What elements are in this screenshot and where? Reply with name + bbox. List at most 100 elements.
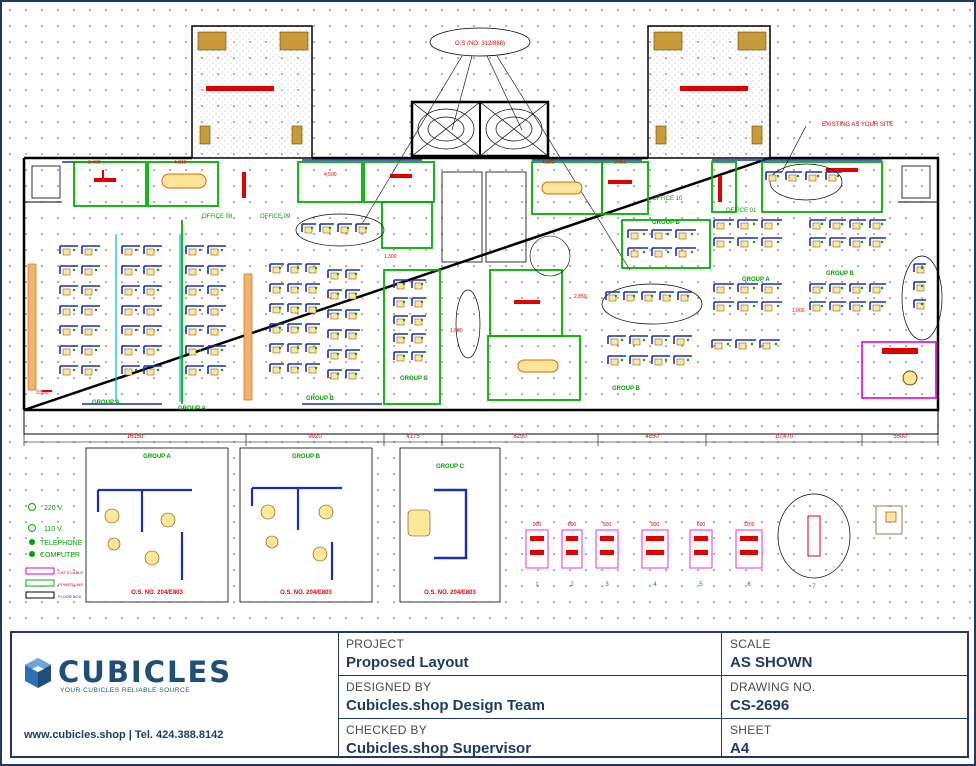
small-furniture xyxy=(875,505,903,535)
workstation xyxy=(305,263,320,274)
workstation xyxy=(761,237,782,248)
workstation xyxy=(81,265,100,276)
workstation xyxy=(607,335,626,346)
building-shell xyxy=(22,156,940,435)
perimeter-partitions xyxy=(62,159,882,405)
workstation xyxy=(305,303,320,314)
workstation xyxy=(825,171,842,182)
workstation xyxy=(207,325,226,336)
checked-by-value: Cubicles.shop Supervisor xyxy=(346,740,532,757)
table-width-label: 900 xyxy=(651,522,660,528)
workstation xyxy=(327,289,342,300)
group-label: GROUP B xyxy=(826,271,855,277)
workstation xyxy=(641,291,656,302)
svg-text:GROUP B: GROUP B xyxy=(292,454,321,460)
workstation xyxy=(651,229,672,240)
workstation xyxy=(913,263,926,274)
workstation xyxy=(913,281,926,292)
svg-text:4175: 4175 xyxy=(406,434,420,440)
workstation xyxy=(713,219,734,230)
dimension-values: 16150 9920 4175 8250 4850 10,470 5500 xyxy=(127,434,908,440)
workstation xyxy=(305,343,320,354)
checked-by-cell: CHECKED BY Cubicles.shop Supervisor xyxy=(338,719,722,757)
workstation xyxy=(269,343,284,354)
table-number-label: 4 xyxy=(653,582,657,588)
table-width-label: 800 xyxy=(568,522,577,528)
svg-text:110 V.: 110 V. xyxy=(44,526,63,533)
designed-by-cell: DESIGNED BY Cubicles.shop Design Team xyxy=(338,676,722,719)
workstation xyxy=(411,333,426,344)
workstation xyxy=(673,355,692,366)
workstation xyxy=(207,305,226,316)
office-label: OFFICE 01 xyxy=(726,208,757,214)
group-label: GROUP A xyxy=(92,400,120,406)
workstation xyxy=(761,219,782,230)
svg-text:220 V.: 220 V. xyxy=(44,505,64,512)
svg-text:4,810: 4,810 xyxy=(174,160,187,166)
workstation xyxy=(713,301,734,312)
workstation xyxy=(623,291,638,302)
workstation-clusters xyxy=(59,171,926,380)
workstation xyxy=(735,339,756,350)
workstation xyxy=(337,223,352,234)
workstation xyxy=(345,369,360,380)
detail-group-a: GROUP A O.S. NO. 204/E803 xyxy=(85,447,229,603)
workstation xyxy=(809,301,826,312)
group-label: GROUP A xyxy=(742,277,770,283)
svg-text:9920: 9920 xyxy=(308,434,322,440)
workstation xyxy=(673,335,692,346)
workstation xyxy=(345,349,360,360)
svg-text:8250: 8250 xyxy=(513,434,527,440)
table-number-label: 3 xyxy=(605,582,609,588)
svg-text:3,500: 3,500 xyxy=(36,390,49,396)
drawing-number-label: DRAWING NO. xyxy=(730,680,816,694)
atrium-roof: O.S (NO. 312/888) xyxy=(361,27,631,271)
workstation xyxy=(607,355,626,366)
workstation xyxy=(185,305,204,316)
table-width-label: 600 xyxy=(697,522,706,528)
workstation xyxy=(411,297,426,308)
workstation xyxy=(305,283,320,294)
workstation xyxy=(327,309,342,320)
220-icon xyxy=(28,503,36,511)
table-number-label: 6 xyxy=(747,582,751,588)
workstation xyxy=(185,265,204,276)
svg-text:TELEPHONE: TELEPHONE xyxy=(40,540,83,547)
scale-cell: SCALE AS SHOWN xyxy=(722,633,967,676)
workstation xyxy=(143,265,162,276)
workstation xyxy=(829,219,846,230)
workstation xyxy=(121,245,140,256)
workstation xyxy=(629,355,648,366)
table-number-label: 2 xyxy=(570,582,574,588)
workstation xyxy=(345,329,360,340)
workstation xyxy=(629,335,648,346)
workstation xyxy=(411,279,426,290)
dimension-line xyxy=(23,434,939,446)
workstation xyxy=(121,345,140,356)
workstation xyxy=(269,303,284,314)
workstation xyxy=(185,325,204,336)
workstation xyxy=(345,269,360,280)
workstation xyxy=(411,351,426,362)
scale-label: SCALE xyxy=(730,637,771,651)
svg-text:4,500: 4,500 xyxy=(324,172,337,178)
svg-text:FLOOR BOX: FLOOR BOX xyxy=(58,594,82,599)
svg-text:2,850: 2,850 xyxy=(574,294,587,300)
workstation xyxy=(59,365,78,376)
group-label: GROUP B xyxy=(612,386,641,392)
workstation xyxy=(269,283,284,294)
drawing-number-cell: DRAWING NO. CS-2696 xyxy=(722,676,967,719)
project-value: Proposed Layout xyxy=(346,654,469,671)
workstation xyxy=(305,323,320,334)
table-variant: 900 4 xyxy=(641,522,669,588)
workstation xyxy=(737,237,758,248)
cube-logo-icon xyxy=(25,658,51,688)
workstation xyxy=(627,247,648,258)
workstation xyxy=(207,265,226,276)
workstation xyxy=(143,345,162,356)
conference-tables xyxy=(161,163,943,373)
workstation xyxy=(319,223,334,234)
